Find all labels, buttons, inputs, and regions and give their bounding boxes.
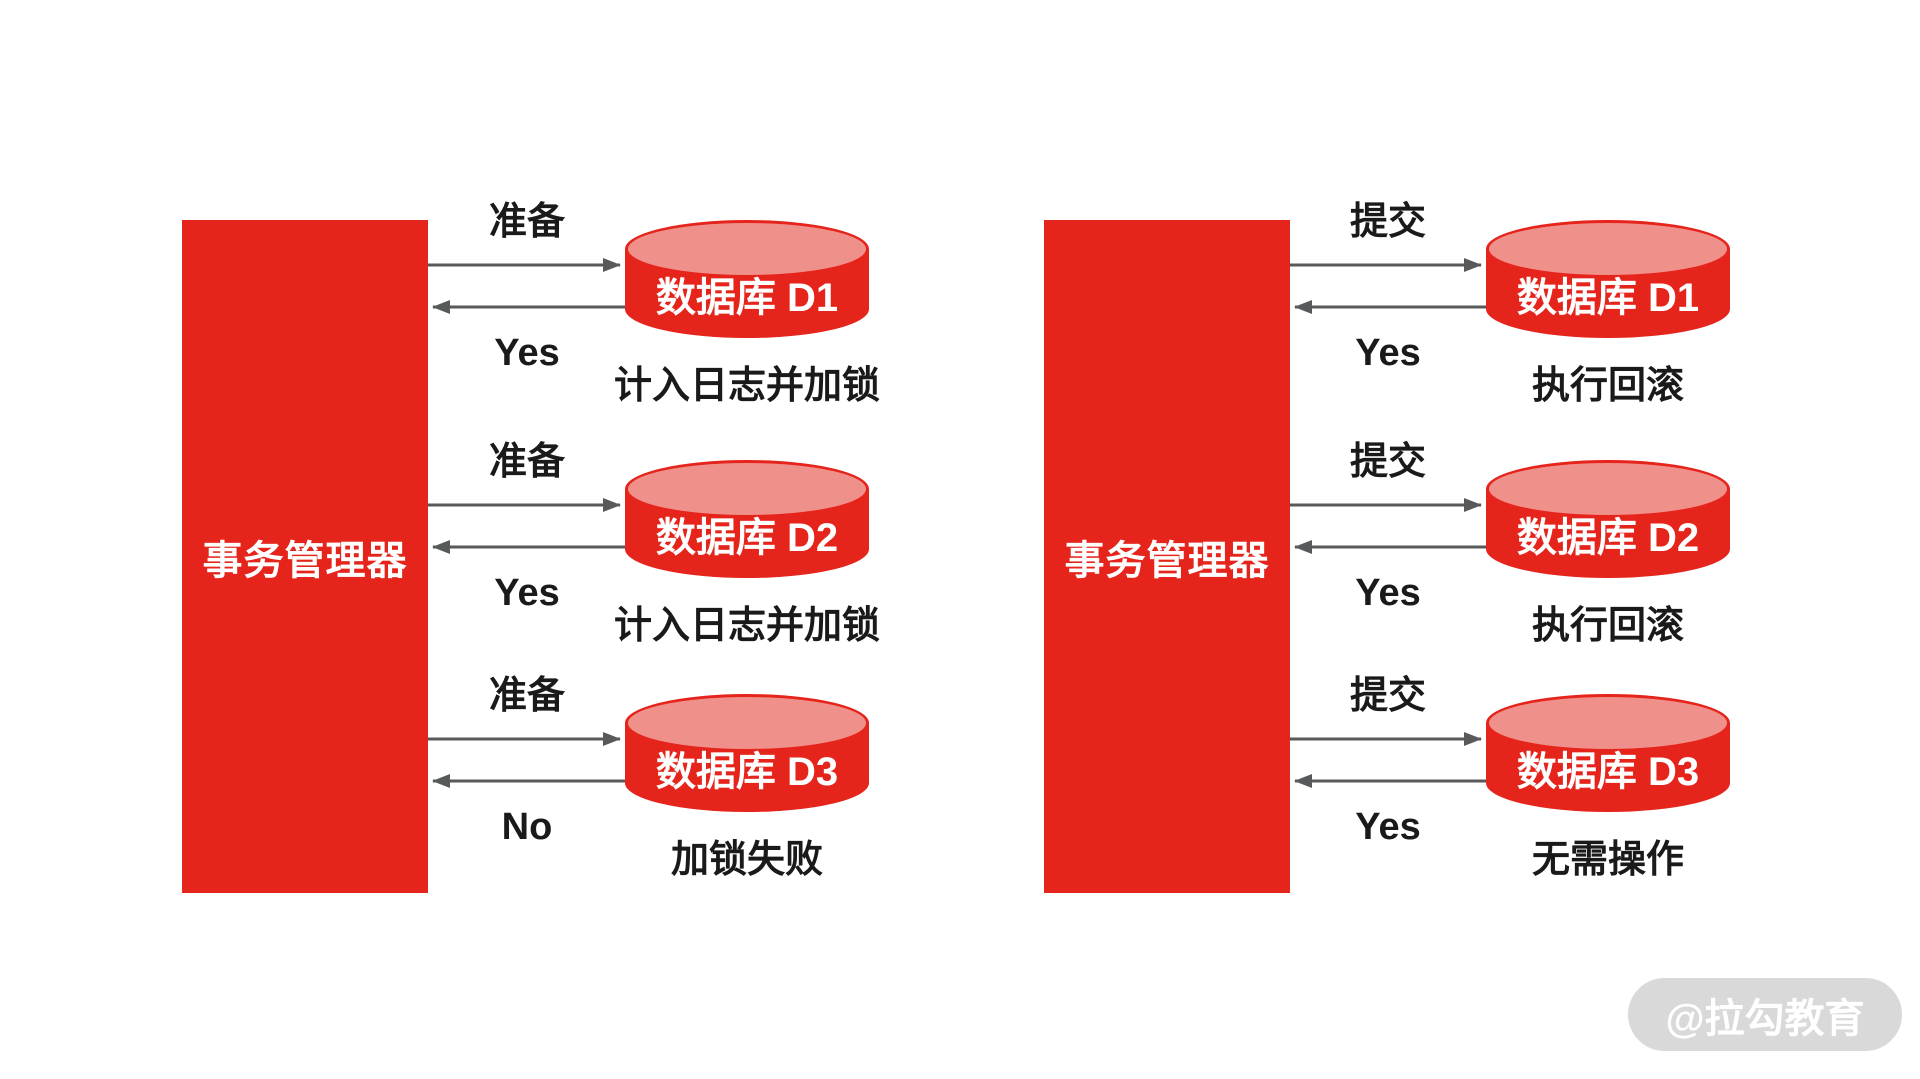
response-label-d1: Yes [494, 332, 560, 374]
request-label-prepare-d3: 准备 [488, 675, 565, 717]
request-label-prepare-d1: 准备 [488, 201, 565, 243]
caption-d1-left: 计入日志并加锁 [613, 365, 880, 407]
cylinder-top [628, 463, 866, 515]
cylinder-top [1489, 697, 1727, 749]
database-d3-right: 数据库 D3 [1486, 694, 1730, 812]
cylinder-top [1489, 463, 1727, 515]
database-d1-right: 数据库 D1 [1486, 220, 1730, 338]
database-label: 数据库 D3 [1516, 750, 1700, 794]
request-label-commit-d3: 提交 [1349, 675, 1426, 717]
transaction-manager-right: 事务管理器 [1044, 220, 1290, 893]
caption-d3-left: 加锁失败 [670, 839, 823, 881]
cylinder-top [628, 697, 866, 749]
transaction-manager-left: 事务管理器 [182, 220, 428, 893]
response-label-d3: No [501, 806, 553, 848]
database-label: 数据库 D3 [655, 750, 839, 794]
request-label-commit-d1: 提交 [1349, 201, 1426, 243]
response-label-commit-d3: Yes [1355, 806, 1421, 848]
database-label: 数据库 D1 [655, 276, 839, 320]
watermark-label: @拉勾教育 [1665, 996, 1865, 1041]
caption-d1-right: 执行回滚 [1531, 365, 1684, 407]
caption-d3-right: 无需操作 [1531, 839, 1684, 881]
caption-d2-left: 计入日志并加锁 [613, 605, 880, 647]
database-d2-left: 数据库 D2 [625, 460, 869, 578]
database-label: 数据库 D2 [1516, 516, 1700, 560]
request-label-prepare-d2: 准备 [488, 441, 565, 483]
caption-d2-right: 执行回滚 [1531, 605, 1684, 647]
watermark-badge: @拉勾教育 [1628, 978, 1902, 1051]
response-label-d2: Yes [494, 572, 560, 614]
database-label: 数据库 D2 [655, 516, 839, 560]
request-label-commit-d2: 提交 [1349, 441, 1426, 483]
cylinder-top [628, 223, 866, 275]
response-label-commit-d1: Yes [1355, 332, 1421, 374]
transaction-manager-label: 事务管理器 [202, 538, 408, 583]
database-d1-left: 数据库 D1 [625, 220, 869, 338]
cylinder-top [1489, 223, 1727, 275]
database-label: 数据库 D1 [1516, 276, 1700, 320]
response-label-commit-d2: Yes [1355, 572, 1421, 614]
database-d2-right: 数据库 D2 [1486, 460, 1730, 578]
transaction-manager-label: 事务管理器 [1064, 538, 1270, 583]
database-d3-left: 数据库 D3 [625, 694, 869, 812]
